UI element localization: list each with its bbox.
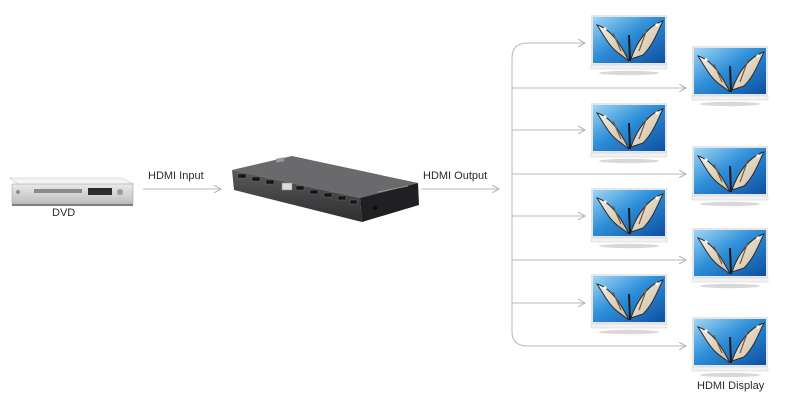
hdmi-display-icon [590,273,668,336]
hdmi-input-label: HDMI Input [148,170,204,182]
distribution-lines [511,43,686,346]
hdmi-output-label: HDMI Output [423,170,488,182]
hdmi-display-icon [691,45,769,108]
hdmi-display-label: HDMI Display [697,380,765,392]
hdmi-display-icon [691,145,769,208]
hdmi-display-icon [691,316,769,379]
dvd-player-icon [9,177,135,206]
hdmi-display-icon [590,102,668,165]
hdmi-display-icon [590,14,668,77]
hdmi-splitter-icon [232,156,419,222]
hdmi-display-icon [590,187,668,250]
dvd-label: DVD [52,207,76,219]
hdmi-display-icon [691,227,769,290]
